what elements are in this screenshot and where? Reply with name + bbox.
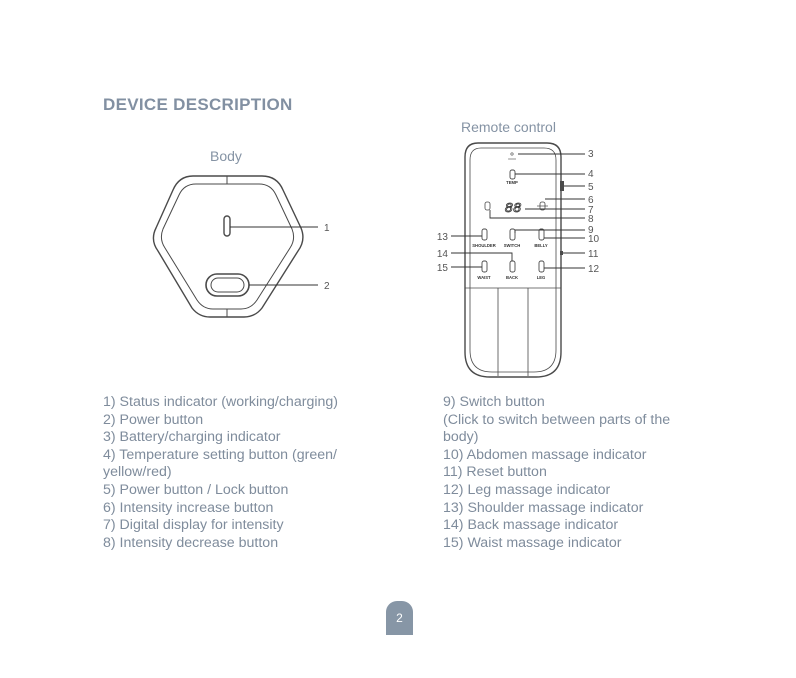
page-number-badge: 2 (386, 601, 413, 635)
remote-control-label: Remote control (461, 119, 556, 135)
body-label: Body (210, 148, 242, 164)
description-item: 11) Reset button (443, 464, 547, 481)
leg-button-label: LEG (537, 275, 546, 280)
body-device-illustration (152, 175, 304, 318)
callout-3: 3 (588, 149, 594, 160)
callout-6: 6 (588, 195, 594, 206)
description-item: 9) Switch button (443, 394, 545, 410)
reset-button (560, 251, 563, 255)
remote-callouts (451, 153, 585, 269)
description-item: 1) Status indicator (working/charging) (103, 394, 338, 410)
callout-14: 14 (437, 249, 449, 260)
description-item: 10) Abdomen massage indicator (443, 446, 647, 463)
description-item: 5) Power button / Lock button (103, 481, 289, 498)
description-item: 12) Leg massage indicator (443, 481, 611, 498)
callout-8: 8 (588, 214, 594, 225)
callout-7: 7 (588, 205, 594, 216)
body-callouts (230, 226, 318, 286)
back-button-label: BACK (506, 275, 518, 280)
status-indicator (223, 215, 231, 237)
description-item: 13) Shoulder massage indicator (443, 499, 644, 516)
callout-15: 15 (437, 263, 449, 274)
battery-indicator (510, 152, 514, 156)
description-item: 2) Power button (103, 411, 204, 428)
description-item: 4) Temperature setting button (green/ ye… (103, 446, 337, 481)
digital-display: 88 (505, 201, 522, 217)
callout-11: 11 (588, 249, 599, 260)
description-item: 8) Intensity decrease button (103, 534, 279, 551)
callout-4: 4 (588, 169, 594, 180)
description-list-left: 1) Status indicator (working/charging) 2… (103, 394, 363, 552)
belly-button-label: BELLY (534, 243, 548, 248)
description-list-right: 9) Switch button (Click to switch betwee… (443, 394, 683, 552)
callout-10: 10 (588, 234, 600, 245)
description-item: 3) Battery/charging indicator (103, 429, 281, 446)
callout-5: 5 (588, 182, 594, 193)
remote-control-illustration (464, 142, 564, 378)
temp-button-label: TEMP (506, 180, 518, 185)
waist-button-label: WAIST (477, 275, 491, 280)
description-item: 14) Back massage indicator (443, 517, 619, 534)
page-title: DEVICE DESCRIPTION (103, 95, 293, 114)
callout-9: 9 (588, 225, 594, 236)
callout-2: 2 (324, 281, 330, 292)
description-item: (Click to switch between parts of the bo… (443, 411, 671, 446)
shoulder-button-label: SHOULDER (472, 243, 496, 248)
callout-12: 12 (588, 264, 600, 275)
power-button (205, 273, 250, 297)
callout-13: 13 (437, 232, 449, 243)
side-power-button (560, 181, 564, 191)
description-item: 6) Intensity increase button (103, 499, 274, 516)
description-item: 15) Waist massage indicator (443, 534, 622, 551)
description-item: 7) Digital display for intensity (103, 517, 284, 534)
switch-button-label: SWITCH (504, 243, 521, 248)
callout-1: 1 (324, 223, 330, 234)
